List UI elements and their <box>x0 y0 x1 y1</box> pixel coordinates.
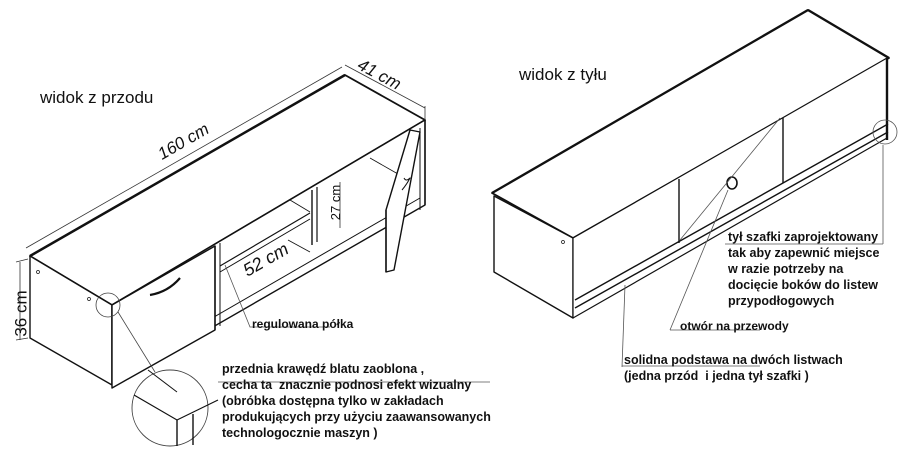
front-view-cabinet <box>29 73 426 389</box>
back-note-line-5: przypodłogowych <box>728 294 835 308</box>
back-leader-lines <box>621 117 898 368</box>
edge-note-line-5: technologocznie maszyn ) <box>222 426 378 440</box>
back-view-cabinet <box>491 9 890 319</box>
edge-note-line-3: (obróbka dostępna tylko w zakładach <box>222 394 444 408</box>
front-leader-lines <box>218 264 490 383</box>
front-dimension-lines <box>15 64 426 341</box>
back-note-line-2: tak aby zapewnić miejsce <box>728 246 880 260</box>
dimension-height-label: 36 cm <box>11 290 31 337</box>
back-note-line-1: tył szafki zaprojektowany <box>728 230 879 244</box>
shelf-callout: regulowana półka <box>252 317 354 331</box>
back-note-line-4: docięcie boków do listew <box>728 278 879 292</box>
edge-note-line-4: produkujących przy użyciu zaawansowanych <box>222 410 491 424</box>
back-view-title: widok z tyłu <box>519 65 607 84</box>
edge-note-line-2: cecha ta znacznie podnosi efekt wizualny <box>222 378 472 392</box>
back-note-line-3: w razie potrzeby na <box>728 262 844 276</box>
front-view-title: widok z przodu <box>40 88 154 107</box>
dimension-compartment-label: 27 cm <box>328 184 344 221</box>
base-note-line-1: solidna podstawa na dwóch listwach <box>624 353 843 367</box>
edge-detail-magnifier <box>95 292 219 447</box>
base-note-line-2: (jedna przód i jedna tył szafki ) <box>624 369 809 383</box>
cable-hole-callout: otwór na przewody <box>680 319 789 333</box>
edge-note-line-1: przednia krawędź blatu zaoblona , <box>222 362 425 376</box>
